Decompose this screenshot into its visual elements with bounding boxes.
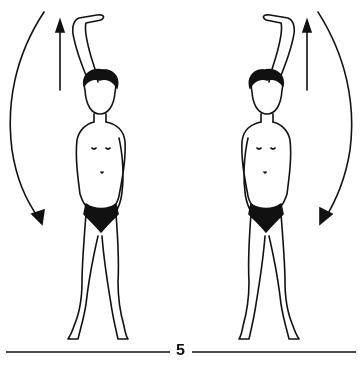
figure-number: 5 bbox=[0, 342, 361, 360]
curved-arrow-icon bbox=[318, 12, 352, 224]
curved-arrow-icon bbox=[10, 12, 44, 224]
right-exercise-figure bbox=[239, 15, 311, 339]
left-exercise-figure bbox=[56, 15, 128, 339]
